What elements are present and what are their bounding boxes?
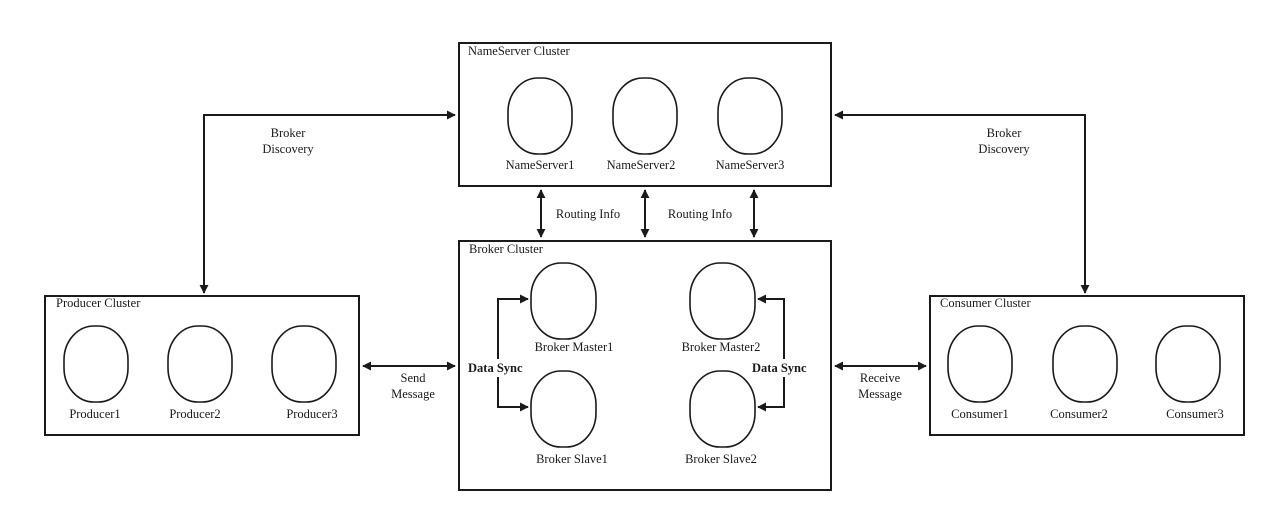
- nameserver-label-1: NameServer1: [506, 158, 575, 172]
- producer-cluster: Producer Cluster Producer1 Producer2 Pro…: [44, 295, 360, 436]
- consumer-label-3: Consumer3: [1166, 407, 1224, 421]
- broker-slave-1-label: Broker Slave1: [536, 452, 608, 466]
- broker-cluster: Broker Cluster Broker Master1 Broker Mas…: [458, 240, 832, 491]
- send-message-label-line2: Message: [391, 387, 435, 401]
- producer-node-2: [167, 325, 233, 403]
- broker-discovery-left-label-line2: Discovery: [262, 142, 314, 156]
- consumer-cluster: Consumer Cluster Consumer1 Consumer2 Con…: [929, 295, 1245, 436]
- nameserver-label-3: NameServer3: [716, 158, 785, 172]
- broker-discovery-right-arrow: [834, 110, 1090, 294]
- producer-label-2: Producer2: [169, 407, 220, 421]
- consumer-cluster-title: Consumer Cluster: [940, 296, 1031, 310]
- data-sync-left-label-bg: [466, 359, 532, 377]
- consumer-node-2: [1052, 325, 1118, 403]
- data-sync-right-arrow: [757, 294, 785, 412]
- broker-master-1-label: Broker Master1: [535, 340, 614, 354]
- nameserver-node-3: [717, 77, 783, 155]
- receive-message-label-line1: Receive: [860, 371, 901, 385]
- broker-discovery-right-label-line1: Broker: [987, 126, 1023, 140]
- send-message-label-line1: Send: [401, 371, 427, 385]
- broker-discovery-left-arrow: [199, 110, 456, 294]
- broker-discovery-left-label-line1: Broker: [271, 126, 307, 140]
- broker-master-2-label: Broker Master2: [682, 340, 761, 354]
- broker-master-1-node: [530, 262, 597, 340]
- consumer-node-3: [1155, 325, 1221, 403]
- broker-cluster-title: Broker Cluster: [469, 242, 544, 256]
- nameserver-node-2: [612, 77, 678, 155]
- consumer-label-1: Consumer1: [951, 407, 1009, 421]
- consumer-label-2: Consumer2: [1050, 407, 1108, 421]
- broker-master-2-node: [689, 262, 756, 340]
- data-sync-left-arrow: [497, 294, 529, 412]
- broker-slave-1-node: [530, 370, 597, 448]
- broker-discovery-right-label-line2: Discovery: [978, 142, 1030, 156]
- consumer-node-1: [947, 325, 1013, 403]
- producer-node-3: [271, 325, 337, 403]
- broker-slave-2-label: Broker Slave2: [685, 452, 757, 466]
- routing-info-left-label: Routing Info: [556, 207, 620, 221]
- producer-label-3: Producer3: [286, 407, 337, 421]
- data-sync-right-label: Data Sync: [752, 361, 807, 375]
- receive-message-label-line2: Message: [858, 387, 902, 401]
- nameserver-node-1: [507, 77, 573, 155]
- nameserver-cluster: NameServer Cluster NameServer1 NameServe…: [458, 42, 832, 187]
- nameserver-label-2: NameServer2: [607, 158, 676, 172]
- producer-node-1: [63, 325, 129, 403]
- data-sync-right-label-bg: [750, 359, 818, 377]
- data-sync-left-label: Data Sync: [468, 361, 523, 375]
- routing-info-right-label: Routing Info: [668, 207, 732, 221]
- producer-label-1: Producer1: [69, 407, 120, 421]
- nameserver-cluster-title: NameServer Cluster: [468, 44, 571, 58]
- producer-cluster-title: Producer Cluster: [56, 296, 141, 310]
- broker-slave-2-node: [689, 370, 756, 448]
